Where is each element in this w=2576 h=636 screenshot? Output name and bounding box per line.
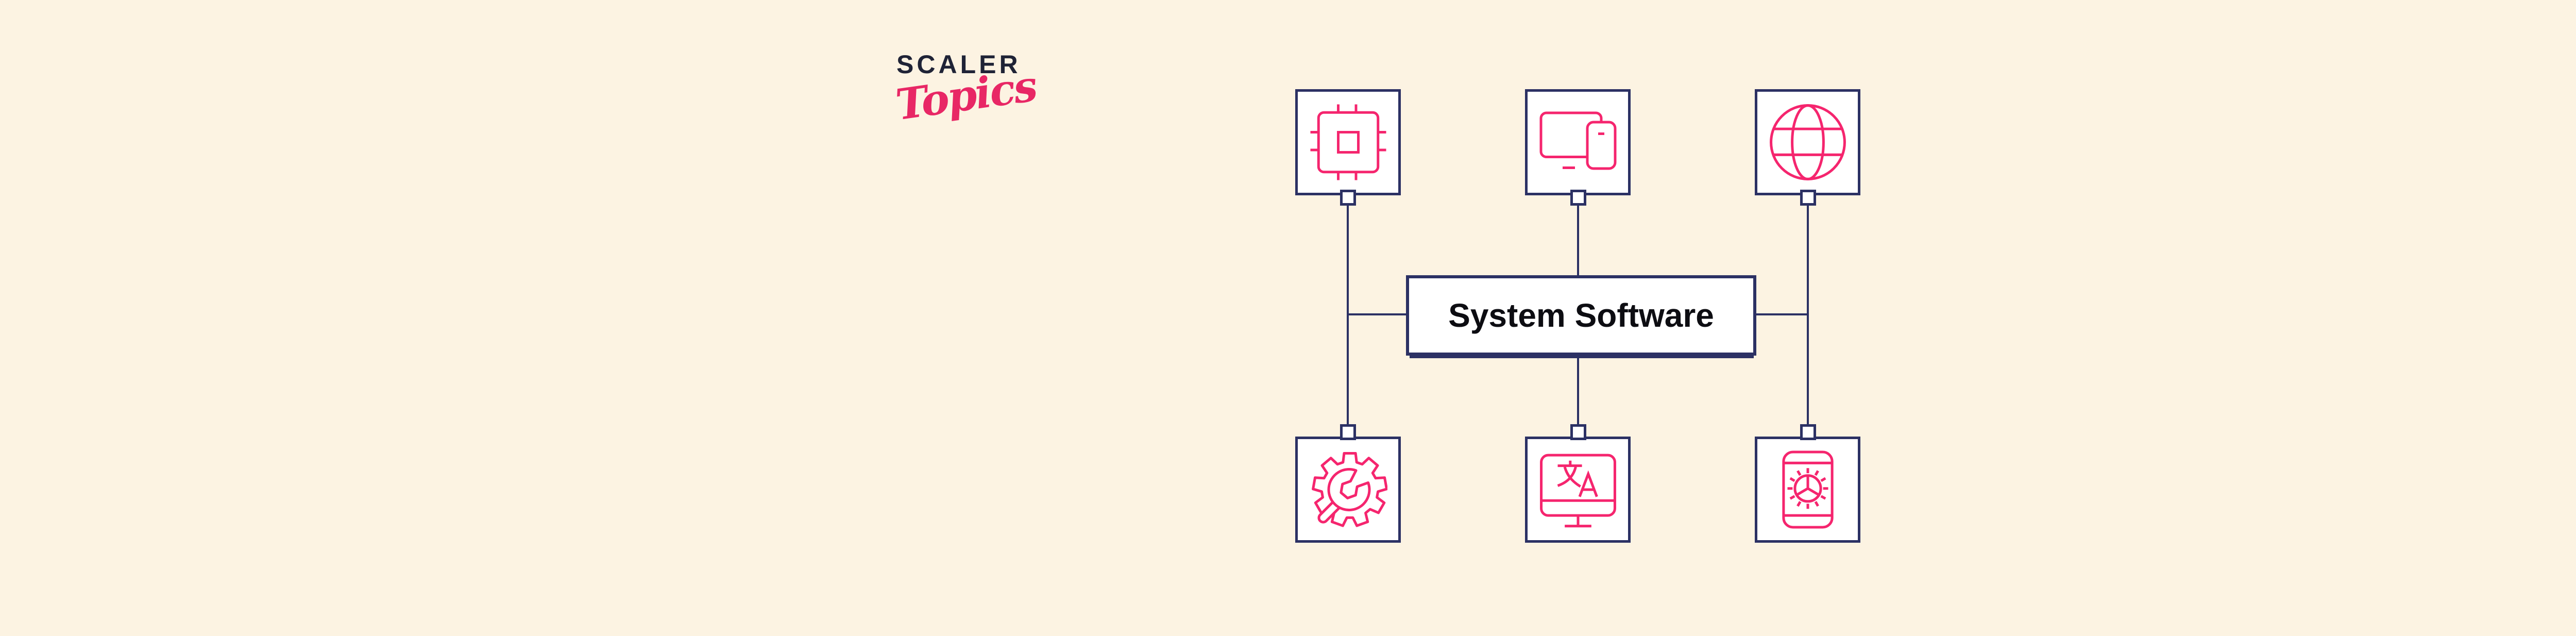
gear-wrench-icon (1311, 451, 1387, 527)
translate-monitor-icon (1539, 454, 1616, 528)
port-translate (1570, 424, 1586, 440)
connector-line-bottom-middle (1577, 356, 1579, 432)
system-software-label: System Software (1448, 297, 1714, 334)
connector-line-right-horizontal (1756, 313, 1808, 315)
port-gear-wrench (1340, 424, 1356, 440)
connector-line-right-vertical (1807, 197, 1809, 432)
node-cpu-chip (1295, 89, 1401, 195)
cpu-chip-icon (1310, 104, 1386, 180)
phone-settings-icon (1782, 450, 1834, 529)
connector-line-left-horizontal (1348, 313, 1406, 315)
port-cpu-chip (1340, 190, 1356, 206)
node-translate-monitor (1525, 437, 1631, 543)
node-globe (1755, 89, 1860, 195)
scaler-topics-logo: SCALER Topics (893, 50, 1039, 130)
monitor-phone-icon (1539, 111, 1616, 170)
node-phone-settings (1755, 437, 1860, 543)
connector-line-top-middle (1577, 197, 1579, 276)
port-globe (1800, 190, 1816, 206)
logo-brand-text: SCALER (896, 50, 1021, 79)
system-software-box: System Software (1406, 275, 1756, 358)
port-phone-settings (1800, 424, 1816, 440)
globe-icon (1769, 104, 1846, 180)
node-devices (1525, 89, 1631, 195)
node-gear-wrench (1295, 437, 1401, 543)
port-devices (1570, 190, 1586, 206)
